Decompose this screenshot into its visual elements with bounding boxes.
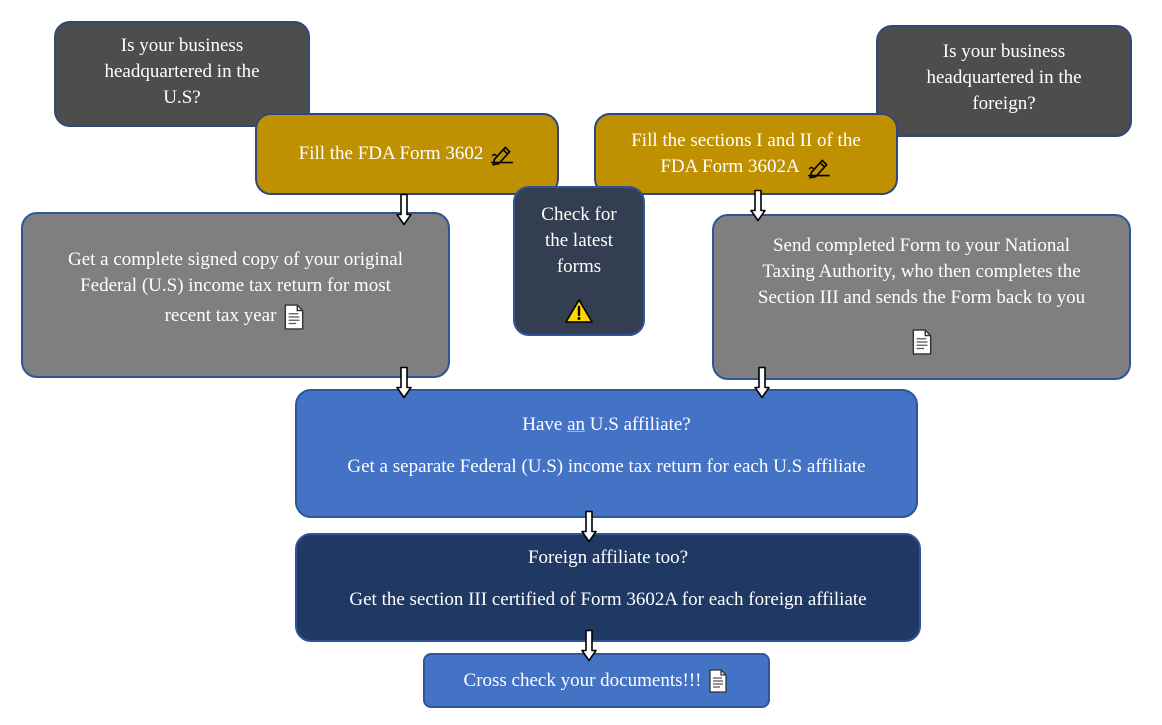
warning-icon: [565, 299, 593, 323]
pen-sign-icon: [807, 159, 831, 179]
fill-form-3602-text: Fill the FDA Form 3602: [299, 141, 516, 167]
check-latest-line-3: forms: [556, 256, 602, 277]
arrow-down: [754, 366, 770, 399]
pen-sign-icon: [490, 146, 515, 166]
us-affiliate-box: Have an U.S affiliate? Get a separate Fe…: [295, 389, 918, 518]
arrow-down: [750, 189, 766, 222]
us-affiliate-question: Have an U.S affiliate?: [522, 414, 691, 435]
arrow-down: [581, 629, 597, 662]
cross-check-text: Cross check your documents!!!: [464, 668, 730, 694]
fill-form-3602-box: Fill the FDA Form 3602: [255, 113, 559, 195]
foreign-affiliate-question: Foreign affiliate too?: [527, 547, 689, 568]
send-form-line-3: Section III and sends the Form back to y…: [757, 287, 1086, 308]
check-latest-line-1: Check for: [541, 204, 617, 225]
document-icon: [912, 329, 931, 355]
question-us-line-1: Is your business: [120, 35, 244, 56]
cross-check-box: Cross check your documents!!!: [423, 653, 770, 708]
question-us-line-2: headquartered in the: [104, 61, 260, 82]
get-tax-return-box: Get a complete signed copy of your origi…: [21, 212, 450, 378]
send-form-box: Send completed Form to your National Tax…: [712, 214, 1131, 380]
get-tax-return-line-3: recent tax year: [165, 303, 307, 330]
fill-form-3602a-box: Fill the sections I and II of the FDA Fo…: [594, 113, 898, 195]
send-form-line-2: Taxing Authority, who then completes the: [762, 261, 1081, 282]
arrow-down: [396, 366, 412, 399]
get-tax-return-line-2: Federal (U.S) income tax return for most: [80, 275, 391, 296]
fill-form-3602a-line-2: FDA Form 3602A: [660, 154, 831, 180]
fill-form-3602a-line-1: Fill the sections I and II of the: [631, 130, 861, 151]
question-foreign-line-1: Is your business: [942, 41, 1066, 62]
document-icon: [709, 669, 728, 693]
foreign-affiliate-detail: Get the section III certified of Form 36…: [349, 589, 867, 610]
check-latest-line-2: the latest: [544, 230, 614, 251]
send-form-line-1: Send completed Form to your National: [772, 235, 1071, 256]
question-foreign-line-3: foreign?: [972, 93, 1036, 114]
question-us-box: Is your business headquartered in the U.…: [54, 21, 310, 127]
arrow-down: [396, 193, 412, 226]
check-latest-forms-box: Check for the latest forms: [513, 186, 645, 336]
question-foreign-box: Is your business headquartered in the fo…: [876, 25, 1132, 137]
get-tax-return-line-1: Get a complete signed copy of your origi…: [67, 249, 404, 270]
document-icon: [285, 304, 304, 330]
arrow-down: [581, 510, 597, 543]
question-foreign-line-2: headquartered in the: [926, 67, 1082, 88]
us-affiliate-detail: Get a separate Federal (U.S) income tax …: [347, 456, 866, 477]
question-us-line-3: U.S?: [163, 87, 201, 108]
foreign-affiliate-box: Foreign affiliate too? Get the section I…: [295, 533, 921, 642]
